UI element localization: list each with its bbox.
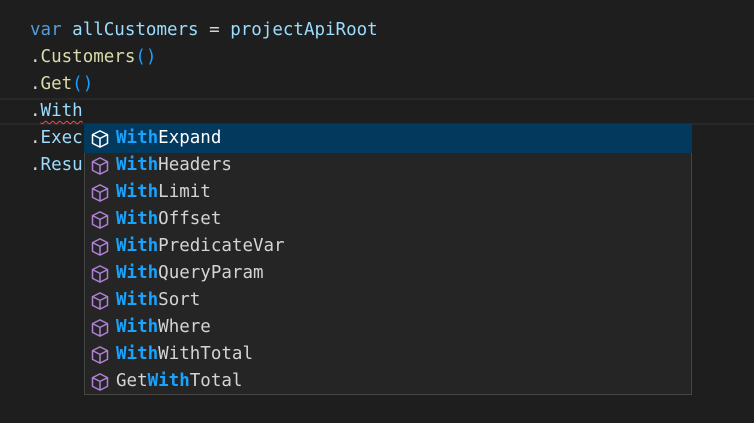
suggestion-rest: QueryParam bbox=[158, 263, 264, 283]
current-line-highlight bbox=[0, 98, 754, 125]
cube-method-icon bbox=[91, 129, 109, 148]
cube-method-icon bbox=[91, 210, 109, 229]
error-squiggle: With bbox=[40, 101, 83, 121]
cube-method-icon bbox=[91, 291, 109, 310]
suggestion-rest: Limit bbox=[158, 182, 211, 202]
cube-method-icon bbox=[91, 345, 109, 364]
code-line-5[interactable]: .Exec bbox=[30, 128, 83, 148]
code-line-4[interactable]: .With bbox=[30, 101, 83, 121]
cube-method-icon bbox=[91, 264, 109, 283]
suggestion-match: With bbox=[116, 263, 159, 283]
suggestion-match: With bbox=[116, 344, 159, 364]
suggestion-rest: PredicateVar bbox=[158, 236, 285, 256]
suggestion-prefix: Get bbox=[116, 371, 148, 391]
suggestion-rest: Headers bbox=[158, 155, 232, 175]
cube-method-icon bbox=[91, 183, 109, 202]
suggestion-match: With bbox=[116, 236, 159, 256]
code-line-2[interactable]: .Customers() bbox=[30, 47, 157, 67]
suggestion-rest: Expand bbox=[158, 128, 222, 148]
suggestion-rest: WithTotal bbox=[158, 344, 253, 364]
suggestion-match: With bbox=[116, 317, 159, 337]
code-line-3[interactable]: .Get() bbox=[30, 74, 94, 94]
cube-method-icon bbox=[91, 156, 109, 175]
suggestion-match: With bbox=[116, 290, 159, 310]
cube-method-icon bbox=[91, 318, 109, 337]
code-line-6[interactable]: .Resu bbox=[30, 155, 83, 175]
code-line-1[interactable]: var allCustomers = projectApiRoot bbox=[30, 20, 378, 40]
suggestion-rest: Where bbox=[158, 317, 211, 337]
suggestion-match: With bbox=[116, 182, 159, 202]
suggestion-rest: Total bbox=[189, 371, 243, 391]
cube-method-icon bbox=[91, 237, 109, 256]
suggestion-match: With bbox=[147, 371, 190, 391]
suggestion-rest: Sort bbox=[158, 290, 201, 310]
suggestion-match: With bbox=[116, 128, 159, 148]
cube-method-icon bbox=[91, 372, 109, 391]
suggestion-match: With bbox=[116, 209, 159, 229]
suggestion-rest: Offset bbox=[158, 209, 222, 229]
suggestion-match: With bbox=[116, 155, 159, 175]
